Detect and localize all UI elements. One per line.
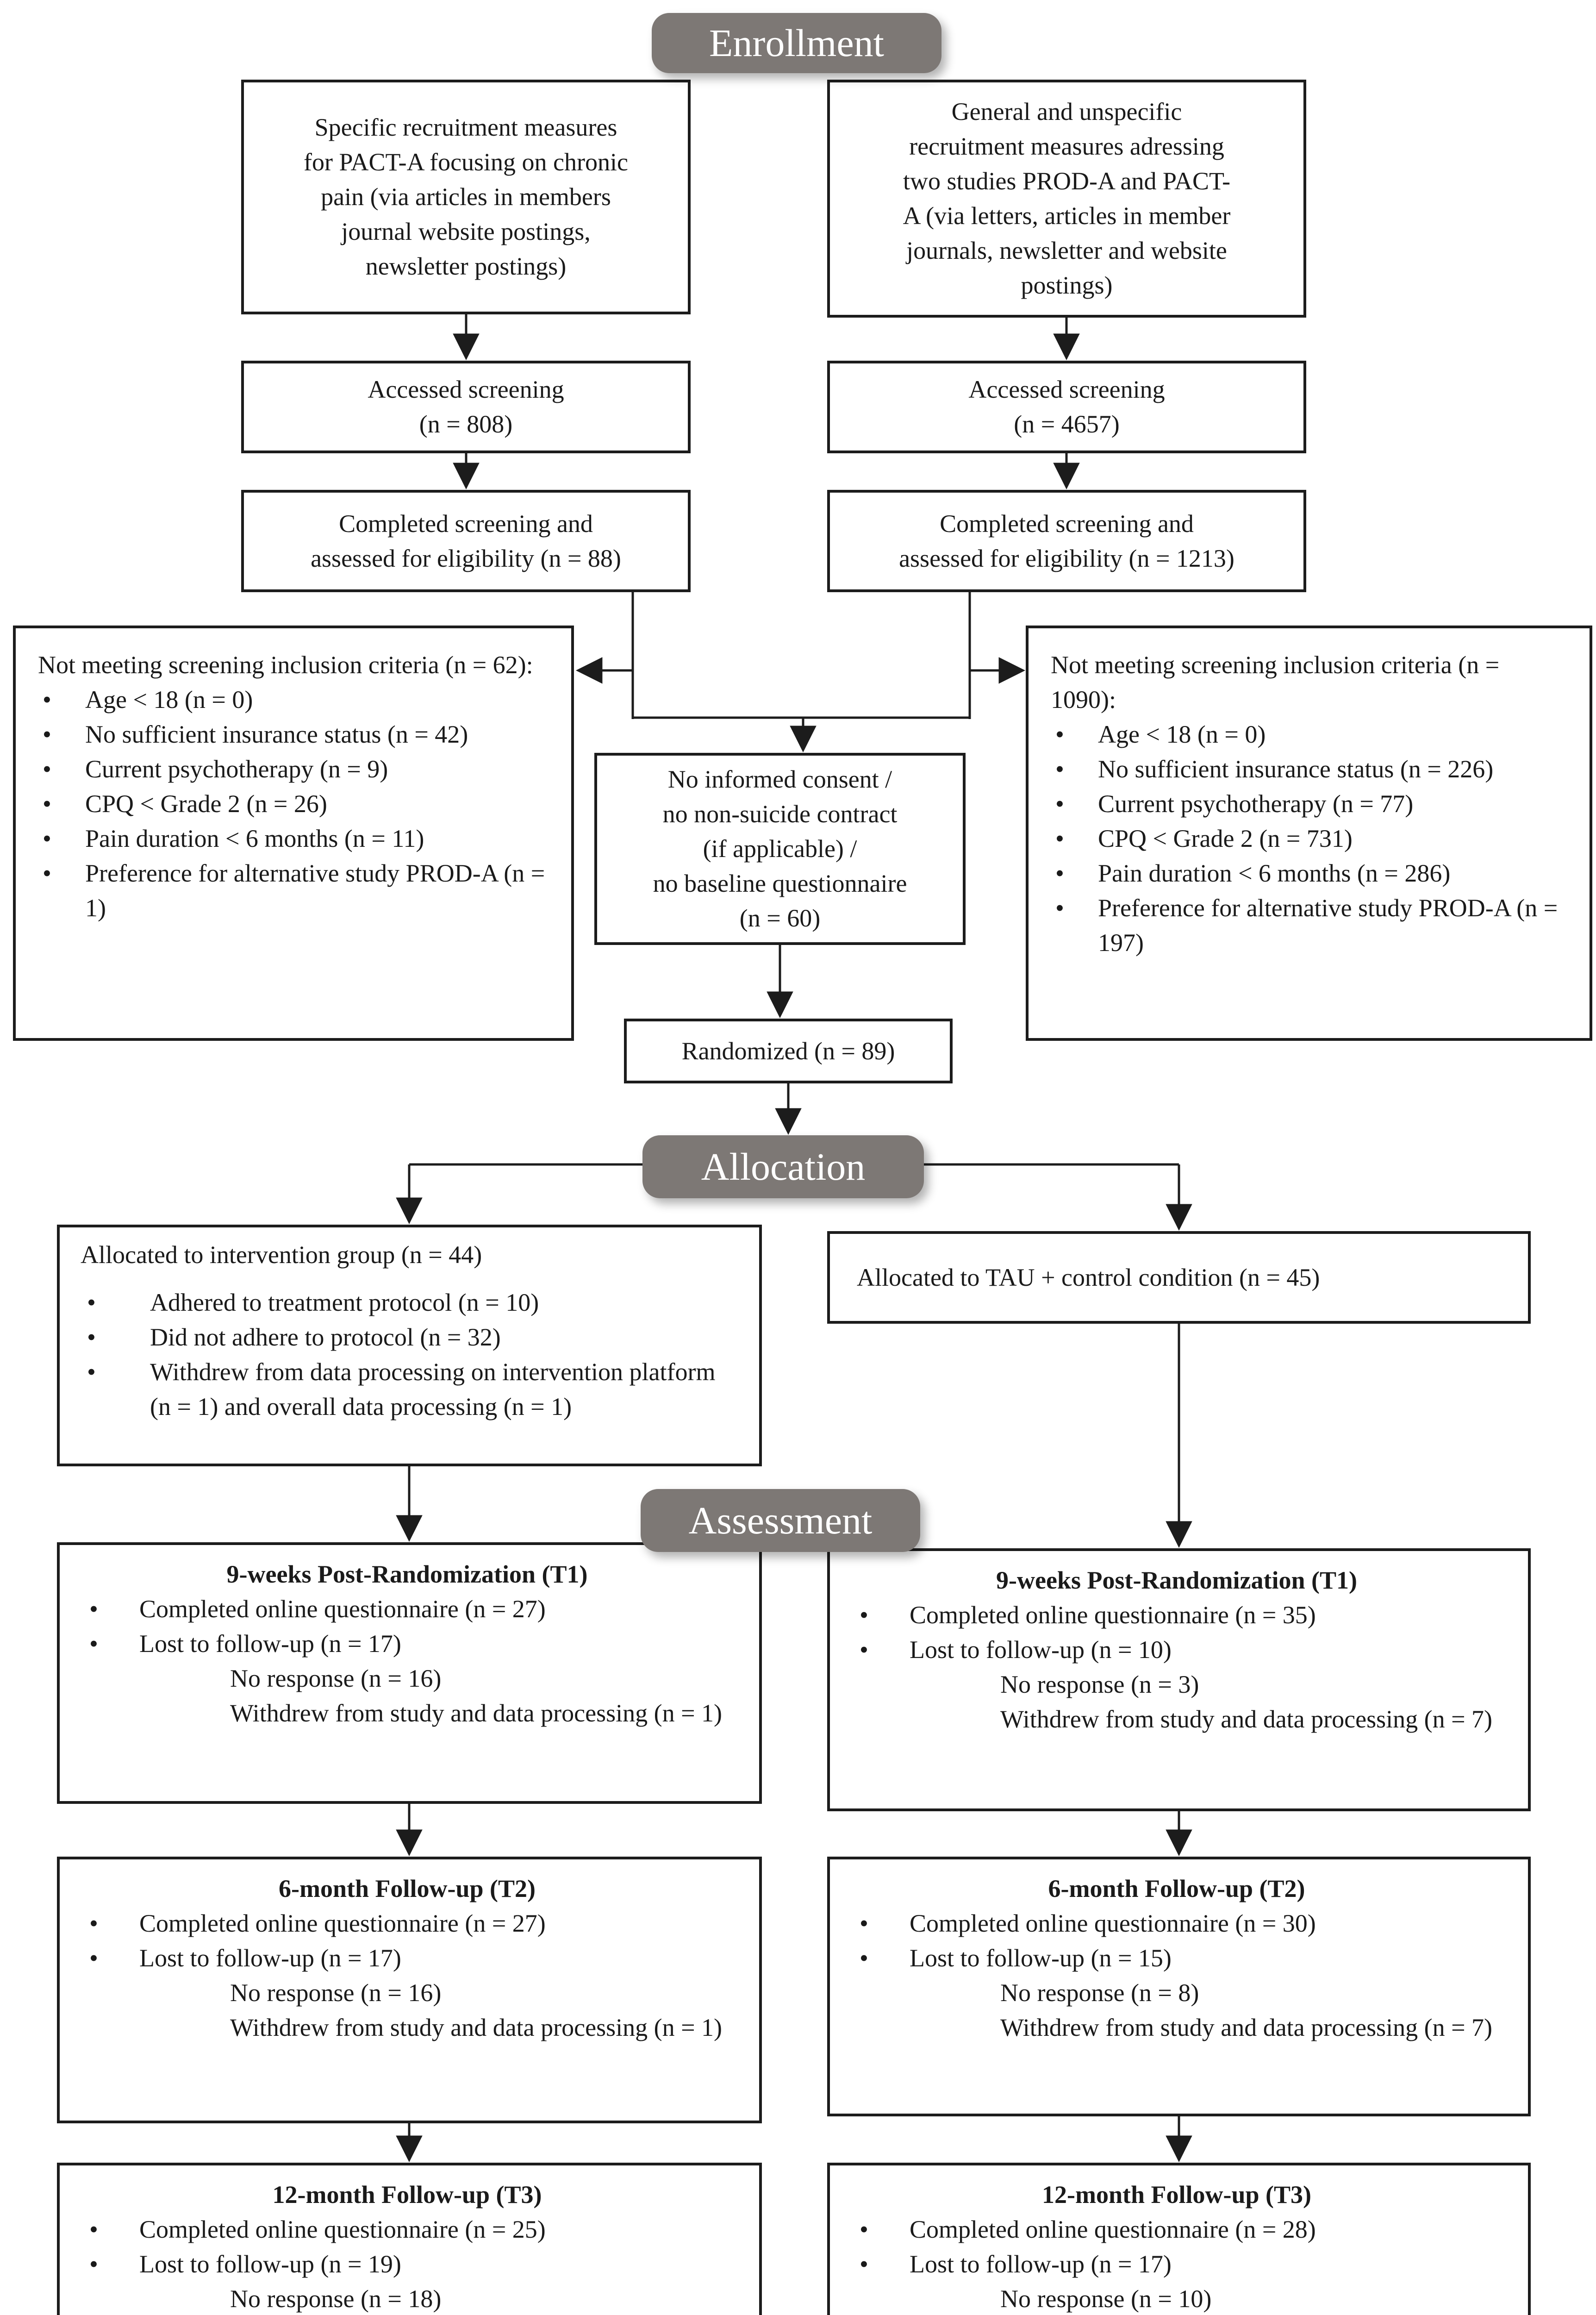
sub-item: No response (n = 10) xyxy=(1000,2285,1212,2313)
stage-badge-enrollment-label: Enrollment xyxy=(709,21,884,65)
box-recruitment-general: General and unspecific recruitment measu… xyxy=(827,80,1306,318)
stage-badge-assessment-label: Assessment xyxy=(688,1499,873,1542)
list-item: Pain duration < 6 months (n = 286) xyxy=(1051,856,1570,891)
box-t2-intervention: 6-month Follow-up (T2) Completed online … xyxy=(57,1857,762,2123)
list-item: Current psychotherapy (n = 77) xyxy=(1051,787,1570,821)
list-item: Lost to follow-up (n = 15) xyxy=(853,1941,1500,1976)
sub-item: No response (n = 3) xyxy=(1000,1671,1199,1698)
box-accessed-screening-left: Accessed screening (n = 808) xyxy=(241,361,691,453)
stage-badge-allocation-label: Allocation xyxy=(701,1145,866,1189)
box-excluded-left: Not meeting screening inclusion criteria… xyxy=(13,626,574,1041)
stage-badge-allocation: Allocation xyxy=(642,1135,924,1198)
list-item: Preference for alternative study PROD-A … xyxy=(38,856,552,926)
box-accessed-screening-left-text: Accessed screening (n = 808) xyxy=(368,375,564,438)
list-item: Current psychotherapy (n = 9) xyxy=(38,752,552,787)
box-t1-intervention-title: 9-weeks Post-Randomization (T1) xyxy=(226,1560,588,1588)
box-accessed-screening-right-text: Accessed screening (n = 4657) xyxy=(968,375,1165,438)
box-randomized-text: Randomized (n = 89) xyxy=(681,1037,895,1065)
list-item: CPQ < Grade 2 (n = 26) xyxy=(38,787,552,821)
sub-item: Withdrew from study and data processing … xyxy=(230,2014,723,2041)
box-excluded-left-intro: Not meeting screening inclusion criteria… xyxy=(38,651,533,679)
box-recruitment-general-text: General and unspecific recruitment measu… xyxy=(903,98,1231,299)
list-item: CPQ < Grade 2 (n = 731) xyxy=(1051,821,1570,856)
list-item: No sufficient insurance status (n = 226) xyxy=(1051,752,1570,787)
list-item: Completed online questionnaire (n = 27) xyxy=(83,1592,731,1627)
box-t2-control: 6-month Follow-up (T2) Completed online … xyxy=(827,1857,1531,2116)
list-item: Completed online questionnaire (n = 28) xyxy=(853,2212,1500,2247)
box-t1-control-title: 9-weeks Post-Randomization (T1) xyxy=(996,1566,1357,1594)
list-item: Pain duration < 6 months (n = 11) xyxy=(38,821,552,856)
stage-badge-enrollment: Enrollment xyxy=(652,13,941,73)
list-item: Completed online questionnaire (n = 30) xyxy=(853,1906,1500,1941)
list-item: Withdrew from data processing on interve… xyxy=(81,1355,738,1424)
sub-item: No response (n = 18) xyxy=(230,2285,442,2313)
box-completed-screening-right-text: Completed screening and assessed for eli… xyxy=(899,509,1234,572)
box-t3-control-title: 12-month Follow-up (T3) xyxy=(1041,2181,1312,2209)
list-item: Adhered to treatment protocol (n = 10) xyxy=(81,1285,738,1320)
box-accessed-screening-right: Accessed screening (n = 4657) xyxy=(827,361,1306,453)
sub-item: Withdrew from study and data processing … xyxy=(1000,1705,1493,1733)
box-completed-screening-left-text: Completed screening and assessed for eli… xyxy=(311,509,621,572)
box-completed-screening-left: Completed screening and assessed for eli… xyxy=(241,490,691,592)
list-item: Age < 18 (n = 0) xyxy=(1051,717,1570,752)
box-t2-control-title: 6-month Follow-up (T2) xyxy=(1048,1875,1305,1902)
sub-item: No response (n = 16) xyxy=(230,1979,442,2007)
list-item: Completed online questionnaire (n = 35) xyxy=(853,1598,1500,1633)
stage-badge-assessment: Assessment xyxy=(641,1489,920,1552)
sub-item: Withdrew from study and data processing … xyxy=(230,1699,723,1727)
box-excluded-right: Not meeting screening inclusion criteria… xyxy=(1026,626,1592,1041)
list-item: Completed online questionnaire (n = 25) xyxy=(83,2212,731,2247)
box-allocated-control: Allocated to TAU + control condition (n … xyxy=(827,1231,1531,1324)
box-t2-intervention-title: 6-month Follow-up (T2) xyxy=(278,1875,536,1902)
box-excluded-right-intro: Not meeting screening inclusion criteria… xyxy=(1051,651,1500,713)
box-t1-intervention: 9-weeks Post-Randomization (T1) Complete… xyxy=(57,1542,762,1804)
box-t1-control: 9-weeks Post-Randomization (T1) Complete… xyxy=(827,1548,1531,1811)
box-randomized: Randomized (n = 89) xyxy=(624,1019,953,1083)
list-item: Lost to follow-up (n = 10) xyxy=(853,1633,1500,1667)
list-item: Lost to follow-up (n = 17) xyxy=(83,1627,731,1661)
box-t3-intervention: 12-month Follow-up (T3) Completed online… xyxy=(57,2163,762,2315)
box-completed-screening-right: Completed screening and assessed for eli… xyxy=(827,490,1306,592)
list-item: Lost to follow-up (n = 17) xyxy=(83,1941,731,1976)
list-item: No sufficient insurance status (n = 42) xyxy=(38,717,552,752)
list-item: Lost to follow-up (n = 19) xyxy=(83,2247,731,2282)
list-item: Did not adhere to protocol (n = 32) xyxy=(81,1320,738,1355)
box-recruitment-specific: Specific recruitment measures for PACT-A… xyxy=(241,80,691,314)
box-allocated-intervention: Allocated to intervention group (n = 44)… xyxy=(57,1225,762,1466)
sub-item: No response (n = 8) xyxy=(1000,1979,1199,2007)
box-no-consent: No informed consent / no non-suicide con… xyxy=(594,753,966,945)
box-recruitment-specific-text: Specific recruitment measures for PACT-A… xyxy=(304,113,628,280)
list-item: Preference for alternative study PROD-A … xyxy=(1051,891,1570,960)
box-t3-control: 12-month Follow-up (T3) Completed online… xyxy=(827,2163,1531,2315)
list-item: Completed online questionnaire (n = 27) xyxy=(83,1906,731,1941)
sub-item: Withdrew from study and data processing … xyxy=(1000,2014,1493,2041)
sub-item: No response (n = 16) xyxy=(230,1664,442,1692)
box-allocated-intervention-intro: Allocated to intervention group (n = 44) xyxy=(81,1241,482,1269)
list-item: Age < 18 (n = 0) xyxy=(38,682,552,717)
box-t3-intervention-title: 12-month Follow-up (T3) xyxy=(272,2181,542,2209)
box-no-consent-text: No informed consent / no non-suicide con… xyxy=(653,765,907,932)
list-item: Lost to follow-up (n = 17) xyxy=(853,2247,1500,2282)
box-allocated-control-text: Allocated to TAU + control condition (n … xyxy=(857,1263,1320,1291)
